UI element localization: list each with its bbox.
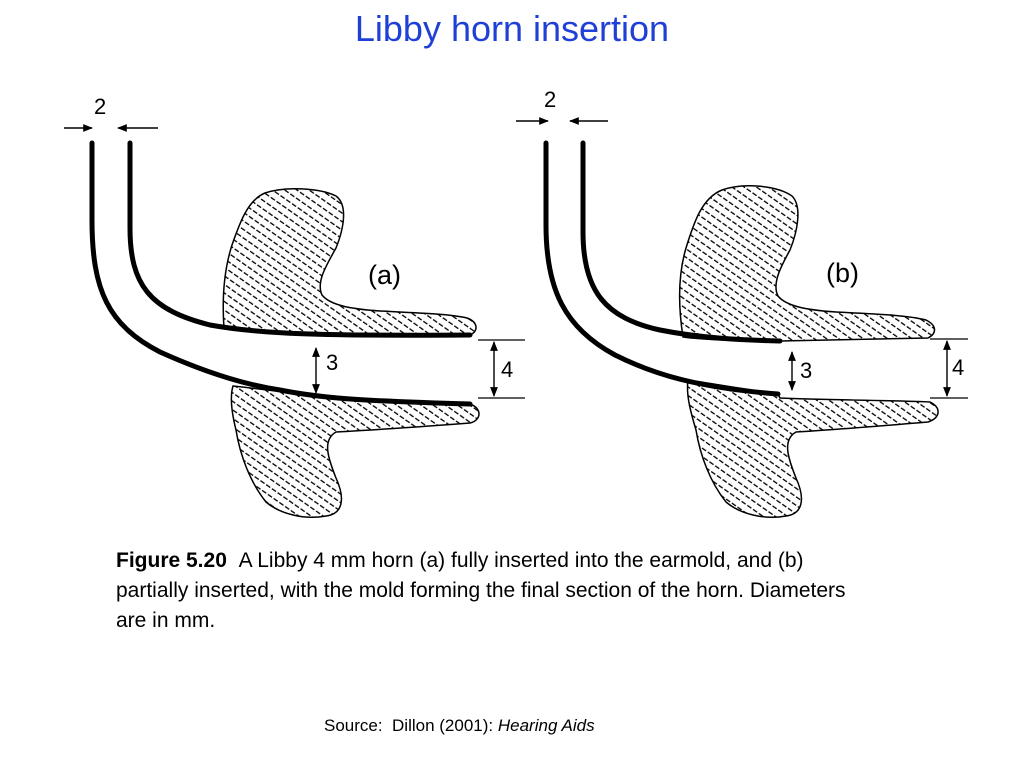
panel-label-b: (b) [826,258,859,288]
earmold-upper-b [678,185,936,342]
figure-label: Figure 5.20 [116,549,227,572]
source-prefix: Source: Dillon (2001): [324,716,498,735]
source-citation: Source: Dillon (2001): Hearing Aids [0,716,1024,736]
dimension-3-label-b: 3 [800,358,812,383]
caption-text: A Libby 4 mm horn (a) fully inserted int… [116,549,846,632]
figure-caption: Figure 5.20 A Libby 4 mm horn (a) fully … [116,546,876,636]
dimension-2-label-b: 2 [544,87,556,112]
horn-inner-wall-b [580,140,783,344]
dimension-4-label-a: 4 [501,357,513,382]
earmold-lower-a [230,385,480,518]
slide-title: Libby horn insertion [354,8,670,49]
horn-outer-wall-a [89,140,473,407]
dimension-3-label-a: 3 [326,350,338,375]
dimension-2-label-a: 2 [94,94,106,119]
libby-horn-diagram: 2 3 4 (a) 2 3 4 (b) [64,87,968,518]
panel-a: 2 3 4 (a) [64,94,525,518]
horn-inner-wall-a [127,140,473,338]
earmold-lower-b [686,379,939,518]
horn-outer-wall-b [543,140,781,397]
earmold-upper-a [222,187,477,335]
dimension-4-label-b: 4 [952,355,964,380]
panel-label-a: (a) [368,260,401,290]
source-work: Hearing Aids [497,716,595,735]
panel-b: 2 3 4 (b) [516,87,968,518]
